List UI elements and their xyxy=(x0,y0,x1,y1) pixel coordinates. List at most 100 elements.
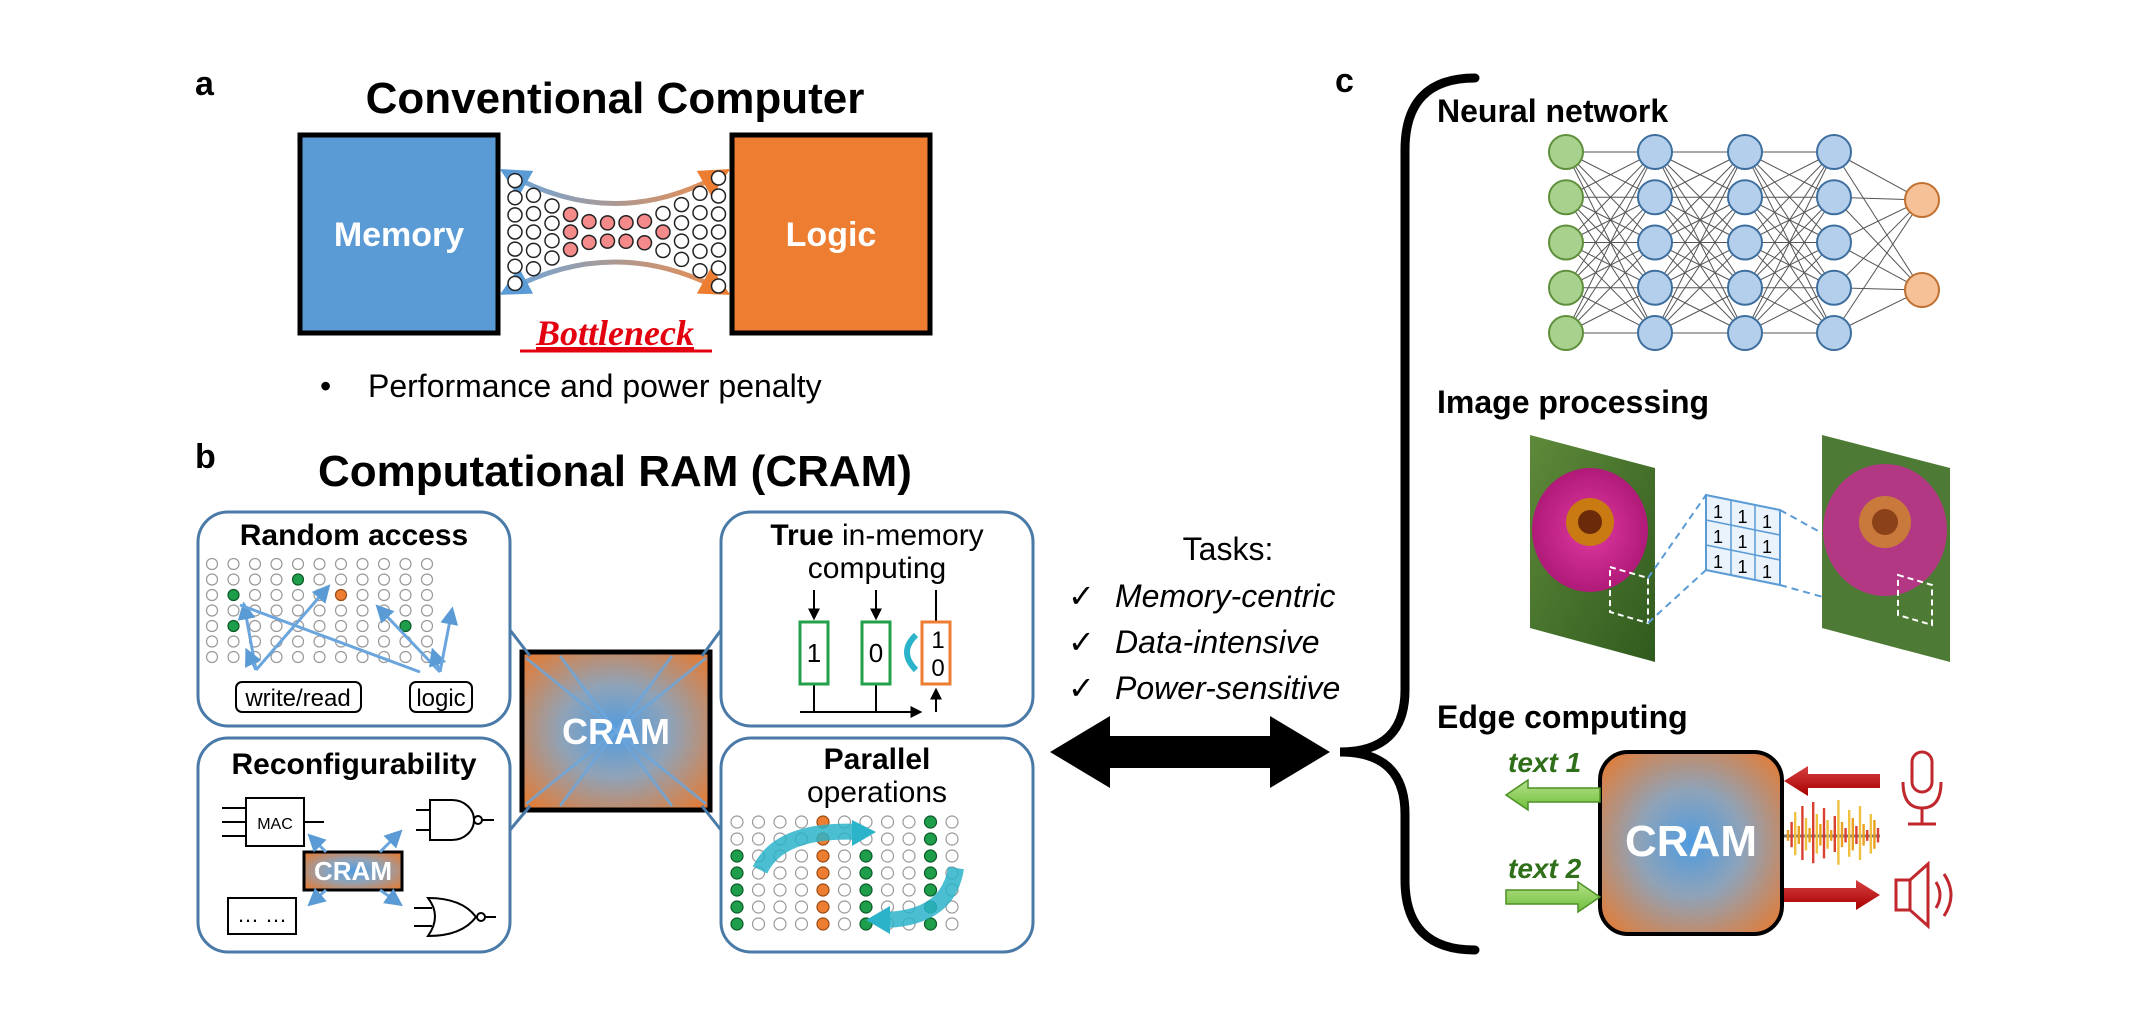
text2-input-arrow xyxy=(1505,880,1602,914)
parallel-cell xyxy=(880,832,895,846)
kernel-value: 1 xyxy=(1713,527,1723,547)
data-particle xyxy=(710,260,727,276)
memory-cell xyxy=(334,604,348,617)
nn-node xyxy=(1548,315,1584,351)
parallel-cell xyxy=(794,900,809,914)
memory-cell xyxy=(227,604,240,617)
nn-node xyxy=(1816,315,1852,351)
edge-cram-block xyxy=(1598,750,1784,936)
bit-lines xyxy=(800,590,942,718)
text1-label: text 1 xyxy=(1508,747,1581,778)
data-particle xyxy=(507,224,523,240)
nn-node xyxy=(1548,134,1584,170)
logic-tag xyxy=(409,681,473,713)
true-imc-box: True in-memory computing 1 0 1 0 xyxy=(719,510,1035,728)
panel-b-letter: b xyxy=(195,438,216,476)
memory-cell xyxy=(270,557,283,571)
data-particle xyxy=(692,243,708,260)
bullet-mark: • xyxy=(320,368,331,404)
write-back-arrow xyxy=(904,632,919,673)
output-image xyxy=(1822,435,1950,662)
parallel-cell xyxy=(794,815,809,829)
memory-cell xyxy=(270,650,283,664)
memory-cell xyxy=(377,557,391,571)
nn-node xyxy=(1727,269,1763,306)
parallel-cell xyxy=(773,917,787,931)
memory-cell xyxy=(205,557,219,571)
input-image xyxy=(1530,435,1655,662)
parallel-cell xyxy=(751,883,766,897)
parallel-cell xyxy=(816,866,830,880)
parallel-cell xyxy=(794,866,809,880)
data-particle xyxy=(692,262,708,279)
memory-cell xyxy=(205,604,219,617)
nn-node xyxy=(1548,179,1584,216)
box-connectors xyxy=(508,629,723,831)
data-particle xyxy=(710,278,727,294)
data-particle xyxy=(507,189,523,206)
data-particles xyxy=(507,170,727,294)
nn-node xyxy=(1548,269,1584,306)
data-particle xyxy=(562,241,579,258)
memory-cell xyxy=(227,650,240,664)
data-particle xyxy=(507,258,523,275)
memory-cell xyxy=(334,573,348,586)
parallel-cell xyxy=(859,883,873,897)
kernel-value: 1 xyxy=(1737,507,1747,527)
memory-label: Memory xyxy=(334,216,464,254)
memory-cell xyxy=(248,573,262,586)
nn-node xyxy=(1816,179,1852,216)
bidirectional-arrow xyxy=(1050,716,1330,788)
parallel-flow-arrow-top xyxy=(752,823,861,874)
parallel-cell xyxy=(794,917,809,931)
kernel-value: 1 xyxy=(1737,532,1747,552)
memory-cell xyxy=(399,557,412,571)
audio-waveform-icon xyxy=(1784,800,1880,865)
data-particle xyxy=(692,224,708,240)
data-particle xyxy=(710,170,727,186)
memory-cell xyxy=(270,573,283,586)
parallel-cell xyxy=(794,849,809,863)
memory-cell xyxy=(377,619,391,633)
panel-b-title: Computational RAM (CRAM) xyxy=(318,447,912,496)
memory-cell xyxy=(420,557,434,571)
logic-tag-label: logic xyxy=(416,685,465,712)
parallel-cell xyxy=(837,917,852,931)
edge-computing-title: Edge computing xyxy=(1437,699,1688,735)
data-particle xyxy=(692,204,708,221)
memory-cell xyxy=(227,619,240,633)
parallel-cell xyxy=(730,815,744,829)
memory-cell xyxy=(227,635,240,648)
data-particle xyxy=(581,213,597,230)
memory-cell xyxy=(420,604,434,617)
nn-edge xyxy=(1654,151,1746,289)
memory-cell xyxy=(313,619,326,633)
text1-output-arrow xyxy=(1504,778,1601,812)
parallel-cell xyxy=(880,883,895,897)
logic-block xyxy=(729,132,933,336)
generic-unit-dots: … … xyxy=(237,902,287,927)
nn-edge xyxy=(1744,151,1835,243)
data-particle xyxy=(710,206,727,222)
nn-edge xyxy=(1654,151,1746,243)
memory-cell xyxy=(420,573,434,586)
memory-cell xyxy=(313,573,326,586)
reconfigurability-box: Reconfigurability MAC CRAM xyxy=(196,736,512,954)
text2-label: text 2 xyxy=(1508,853,1582,884)
nn-node xyxy=(1637,134,1673,170)
nn-edge xyxy=(1565,151,1656,334)
generic-unit-box xyxy=(227,897,297,935)
and-gate-icon xyxy=(416,799,494,841)
tasks-list: Tasks: ✓ Memory-centric ✓ Data-intensive… xyxy=(1068,531,1340,706)
nn-edge xyxy=(1565,151,1656,243)
nn-edge xyxy=(1744,242,1835,334)
memory-cell xyxy=(270,588,283,602)
speaker-icon xyxy=(1894,860,1953,930)
parallel-cell xyxy=(880,849,895,863)
memory-cell xyxy=(356,635,369,648)
data-particle xyxy=(673,233,690,249)
true-imc-title-rest: in-memory xyxy=(834,519,984,552)
bit-cell-3 xyxy=(920,620,952,686)
nn-edge xyxy=(1565,242,1656,334)
